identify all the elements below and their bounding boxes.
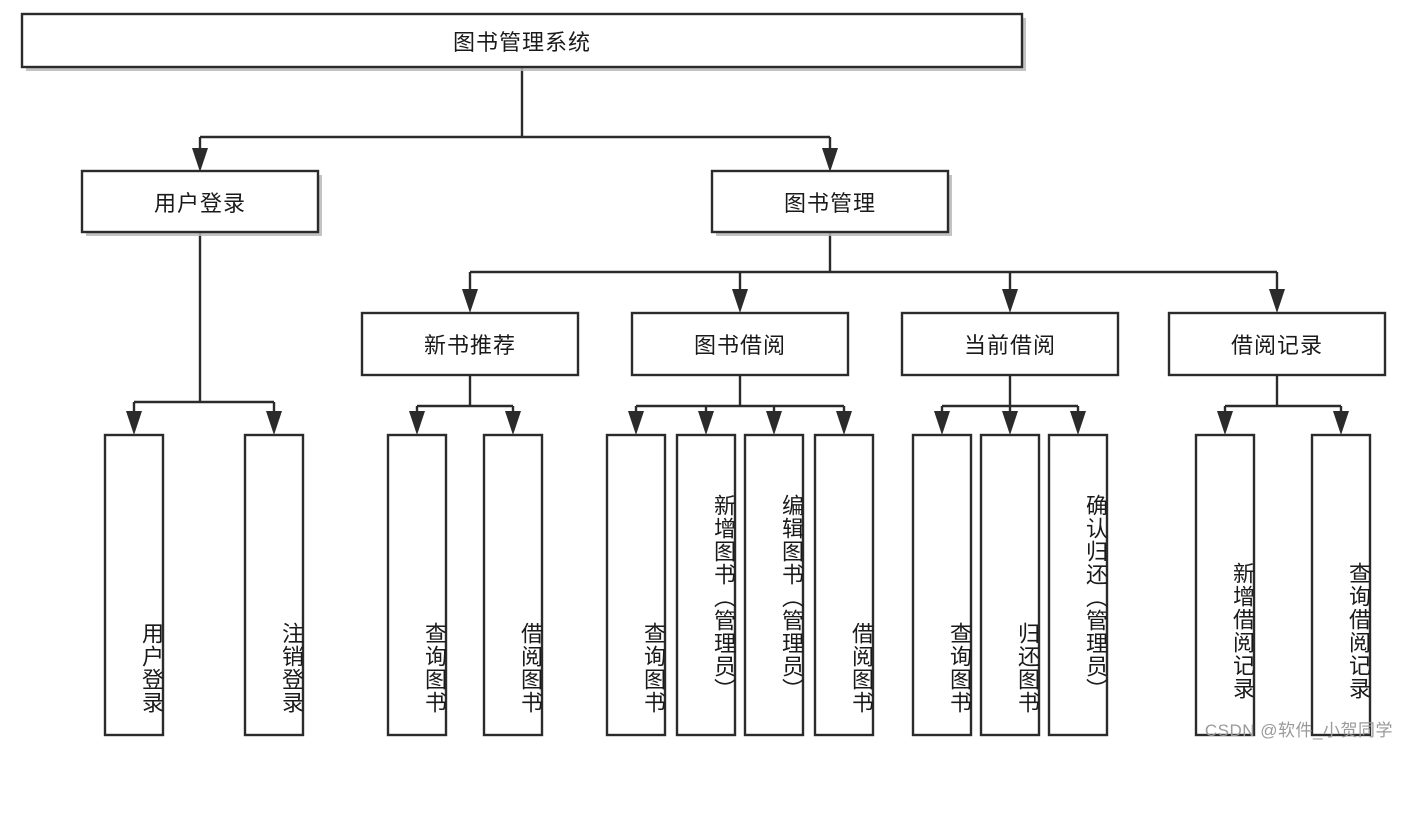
current-borrow-node-box[interactable] — [900, 311, 1120, 377]
leaf-borrow-book-1-box[interactable] — [482, 433, 544, 737]
arrow-to-user-login — [192, 148, 208, 172]
arrow-to-leaf-borrow-book-2 — [836, 411, 852, 435]
connector-layer — [126, 67, 1349, 435]
new-book-recommend-node-box[interactable] — [360, 311, 580, 377]
arrow-to-leaf-query-book-2 — [628, 411, 644, 435]
leaf-logout-box[interactable] — [243, 433, 305, 737]
root-node-box[interactable] — [20, 12, 1024, 69]
arrow-to-current-borrow — [1002, 289, 1018, 313]
arrow-to-leaf-query-record — [1333, 411, 1349, 435]
arrow-to-leaf-logout — [266, 411, 282, 435]
flowchart-canvas: 图书管理系统 用户登录 图书管理 新书推荐 图书借阅 当前借阅 借阅记录 用户登… — [20, 12, 1393, 740]
leaf-query-book-1-box[interactable] — [386, 433, 448, 737]
arrow-to-leaf-query-book-1 — [409, 411, 425, 435]
node-layer — [20, 12, 1387, 737]
flowchart-svg — [20, 12, 1387, 737]
arrow-to-leaf-edit-book — [766, 411, 782, 435]
book-borrow-node-box[interactable] — [630, 311, 850, 377]
arrow-to-leaf-query-book-3 — [934, 411, 950, 435]
leaf-edit-book-box[interactable] — [743, 433, 805, 737]
arrow-to-book-manage — [822, 148, 838, 172]
leaf-return-book-box[interactable] — [979, 433, 1041, 737]
arrow-to-leaf-confirm-return — [1070, 411, 1086, 435]
leaf-query-book-3-box[interactable] — [911, 433, 973, 737]
leaf-confirm-return-box[interactable] — [1047, 433, 1109, 737]
arrow-to-leaf-add-book — [698, 411, 714, 435]
book-manage-node-box[interactable] — [710, 169, 950, 234]
arrow-to-new-book-recommend — [462, 289, 478, 313]
leaf-add-book-box[interactable] — [675, 433, 737, 737]
leaf-borrow-book-2-box[interactable] — [813, 433, 875, 737]
arrow-to-leaf-return-book — [1002, 411, 1018, 435]
user-login-node-box[interactable] — [80, 169, 320, 234]
borrow-record-node-box[interactable] — [1167, 311, 1387, 377]
leaf-user-login-box[interactable] — [103, 433, 165, 737]
arrow-to-book-borrow — [732, 289, 748, 313]
arrow-to-leaf-add-record — [1217, 411, 1233, 435]
arrow-to-borrow-record — [1269, 289, 1285, 313]
leaf-query-book-2-box[interactable] — [605, 433, 667, 737]
arrow-to-leaf-borrow-book-1 — [505, 411, 521, 435]
leaf-query-record-box[interactable] — [1310, 433, 1372, 737]
arrow-to-leaf-user-login — [126, 411, 142, 435]
leaf-add-record-box[interactable] — [1194, 433, 1256, 737]
